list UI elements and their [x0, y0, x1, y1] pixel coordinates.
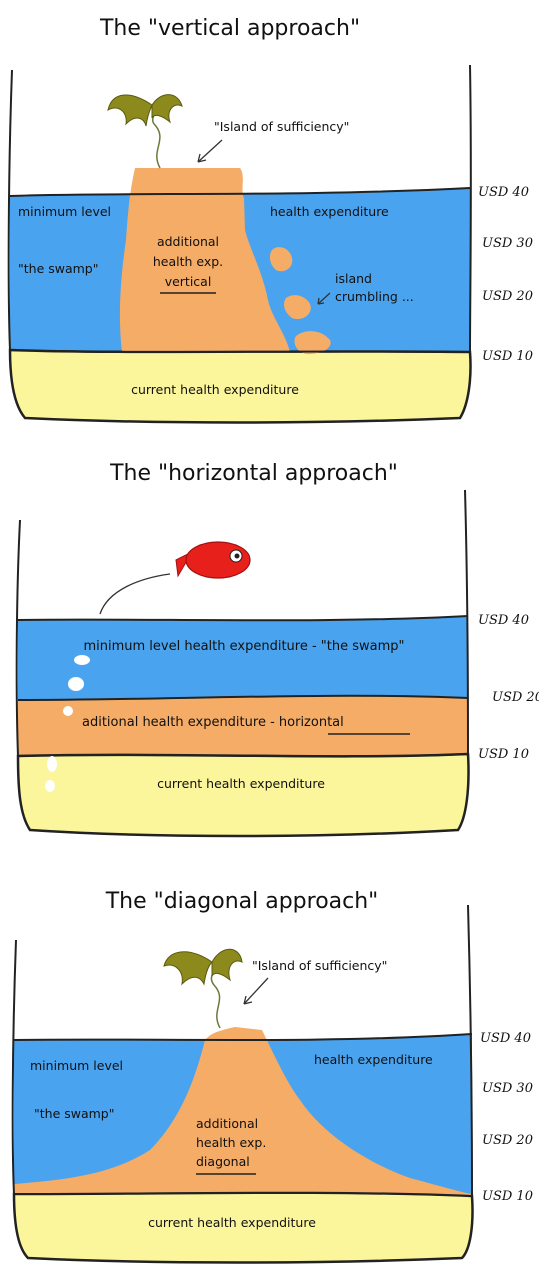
additional-line-1: additional — [157, 234, 219, 249]
additional-horizontal-label: aditional health expenditure - horizonta… — [82, 715, 344, 730]
bubble — [45, 780, 55, 792]
usd-40-label: USD 40 — [480, 1031, 531, 1046]
usd-20-label: USD 20 — [492, 690, 539, 705]
title-horizontal: The "horizontal approach" — [109, 461, 398, 486]
additional-line-3: vertical — [165, 274, 212, 289]
health-exp-label: health expenditure — [270, 204, 389, 219]
usd-30-label: USD 30 — [482, 236, 533, 251]
palm-plant-icon — [163, 948, 243, 1029]
container-outline — [11, 904, 473, 1197]
band-line — [17, 753, 469, 758]
container-outline — [7, 64, 472, 353]
sand-line — [13, 1191, 473, 1197]
water-surface — [9, 187, 471, 197]
bubble — [68, 677, 84, 691]
usd-20-label: USD 20 — [482, 1133, 533, 1148]
bubble — [47, 756, 57, 772]
island-diagonal — [14, 1027, 472, 1196]
panel-vertical: The "vertical approach" "Island of suffi… — [7, 16, 533, 424]
additional-line-1: additional — [196, 1116, 258, 1131]
usd-20-label: USD 20 — [482, 289, 533, 304]
usd-40-label: USD 40 — [478, 613, 529, 628]
arrow-icon — [317, 292, 331, 305]
jump-trajectory — [99, 573, 171, 615]
additional-line-2: health exp. — [196, 1135, 266, 1150]
title-diagonal: The "diagonal approach" — [105, 889, 379, 914]
water-surface — [13, 1033, 473, 1041]
current-expenditure-label: current health expenditure — [131, 382, 299, 397]
usd-40-label: USD 40 — [478, 185, 529, 200]
swamp-water — [18, 616, 468, 700]
bubble — [74, 655, 90, 665]
fish-icon — [175, 541, 251, 579]
island-fragment — [269, 247, 293, 272]
palm-plant-icon — [107, 94, 183, 169]
swamp-label: "the swamp" — [34, 1106, 115, 1121]
min-level-label: minimum level — [18, 204, 111, 219]
current-expenditure-sand — [16, 752, 470, 838]
container-outline — [15, 489, 469, 757]
additional-line-3: diagonal — [196, 1154, 250, 1169]
horizontal-word: horizontal — [279, 715, 344, 730]
crumbling-line-1: island — [335, 271, 372, 286]
panel-horizontal: The "horizontal approach" minimum level … — [15, 461, 539, 838]
island-label: "Island of sufficiency" — [214, 119, 349, 134]
additional-line-2: health exp. — [153, 254, 223, 269]
island-fragment — [294, 331, 331, 355]
water-surface — [17, 615, 469, 622]
usd-10-label: USD 10 — [482, 1189, 533, 1204]
bubble — [63, 706, 73, 716]
current-expenditure-label: current health expenditure — [148, 1215, 316, 1230]
usd-10-label: USD 10 — [478, 747, 529, 762]
island-label: "Island of sufficiency" — [252, 958, 387, 973]
arrow-icon — [197, 139, 223, 163]
usd-10-label: USD 10 — [482, 349, 533, 364]
swamp-label: "the swamp" — [18, 261, 99, 276]
island-vertical — [119, 168, 290, 352]
swamp-bottom-line — [9, 349, 471, 353]
health-exp-label: health expenditure — [314, 1052, 433, 1067]
min-level-label: minimum level — [30, 1058, 123, 1073]
additional-horizontal-band — [18, 695, 468, 757]
crumbling-line-2: crumbling ... — [335, 289, 414, 304]
band-line — [17, 694, 469, 701]
current-expenditure-label: current health expenditure — [157, 776, 325, 791]
panel-diagonal: The "diagonal approach" "Island of suffi… — [11, 889, 533, 1264]
swamp-label: minimum level health expenditure - "the … — [83, 639, 404, 654]
title-vertical: The "vertical approach" — [99, 16, 360, 41]
usd-30-label: USD 30 — [482, 1081, 533, 1096]
island-fragment — [284, 295, 311, 320]
arrow-icon — [243, 977, 269, 1005]
